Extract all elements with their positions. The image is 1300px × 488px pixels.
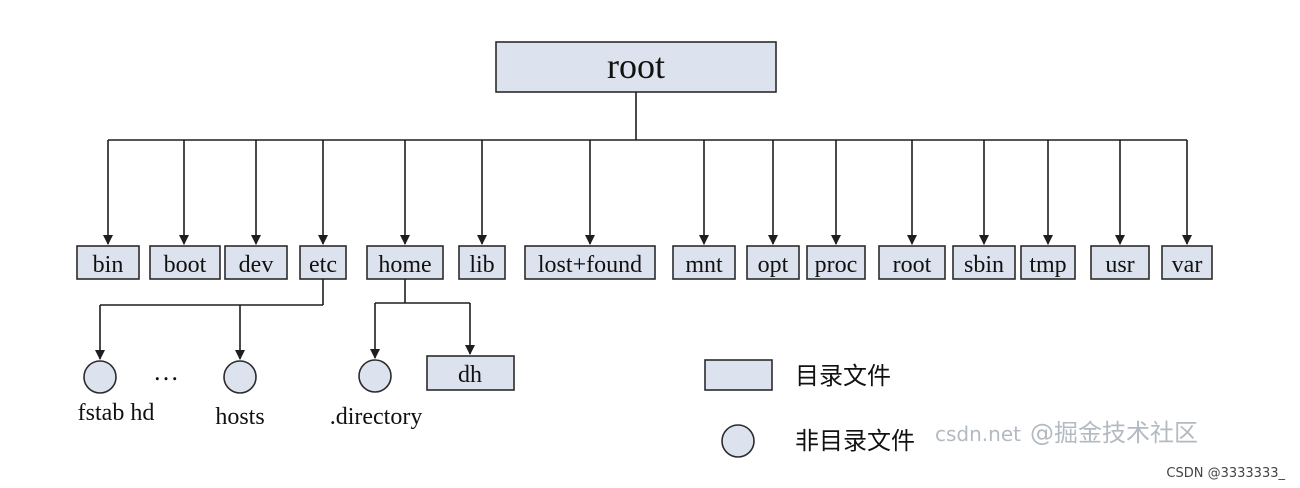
dir-node-var: var (1161, 245, 1213, 280)
dir-node-usr: usr (1090, 245, 1150, 280)
dh-label: dh (458, 362, 482, 388)
directory-row: bin boot dev etc home lib lost+found mn (76, 245, 1213, 280)
legend-non-directory-swatch (721, 424, 755, 458)
directory-file-label: .directory (330, 404, 423, 430)
dir-label: home (378, 252, 431, 278)
dir-label: lost+found (538, 252, 642, 278)
dir-node-lost-found: lost+found (524, 245, 656, 280)
dir-label: etc (309, 252, 337, 278)
etc-subtree: … fstab hd hosts (78, 279, 324, 430)
dir-node-home: home (366, 245, 444, 280)
dir-label: dev (239, 252, 274, 278)
file-node-fstab (83, 360, 117, 394)
file-node-directory (358, 359, 392, 393)
fstab-hd-label: fstab hd (78, 400, 155, 426)
legend-directory-label: 目录文件 (795, 362, 891, 390)
hosts-label: hosts (215, 404, 264, 430)
watermarks: csdn.net @掘金技术社区 CSDN @3333333_ (935, 419, 1285, 481)
dir-label: usr (1105, 252, 1134, 278)
dir-label: var (1172, 252, 1203, 278)
dir-node-dev: dev (224, 245, 288, 280)
dir-node-mnt: mnt (672, 245, 736, 280)
ellipsis-label: … (153, 357, 179, 386)
dir-label: mnt (685, 252, 723, 278)
root-node-label: root (607, 46, 665, 86)
dir-node-dh (426, 355, 515, 391)
dir-label: bin (93, 252, 124, 278)
dir-node-proc: proc (806, 245, 866, 280)
dir-label: proc (815, 252, 858, 278)
watermark-juejin: @掘金技术社区 (1030, 419, 1198, 447)
file-node-hosts (223, 360, 257, 394)
home-subtree: dh .directory (330, 279, 515, 430)
root-node: root (495, 41, 777, 93)
dir-label: lib (469, 252, 494, 278)
dir-label: boot (164, 252, 207, 278)
dir-node-bin: bin (76, 245, 140, 280)
watermark-credit: CSDN @3333333_ (1166, 466, 1285, 481)
dir-label: tmp (1029, 252, 1066, 278)
legend-non-directory-label: 非目录文件 (795, 427, 915, 455)
dir-node-lib: lib (458, 245, 506, 280)
legend-directory-swatch (704, 359, 773, 391)
root-connectors (103, 92, 1192, 245)
dir-label: sbin (964, 252, 1004, 278)
dir-node-etc: etc (299, 245, 347, 280)
dir-label: root (893, 252, 932, 278)
dir-node-boot: boot (149, 245, 221, 280)
dir-node-sbin: sbin (952, 245, 1016, 280)
dir-node-root-dir: root (878, 245, 946, 280)
legend: 目录文件 非目录文件 (704, 359, 915, 458)
watermark-site: csdn.net (935, 422, 1021, 446)
dir-node-tmp: tmp (1020, 245, 1076, 280)
dir-node-opt: opt (746, 245, 800, 280)
dir-label: opt (758, 252, 789, 278)
